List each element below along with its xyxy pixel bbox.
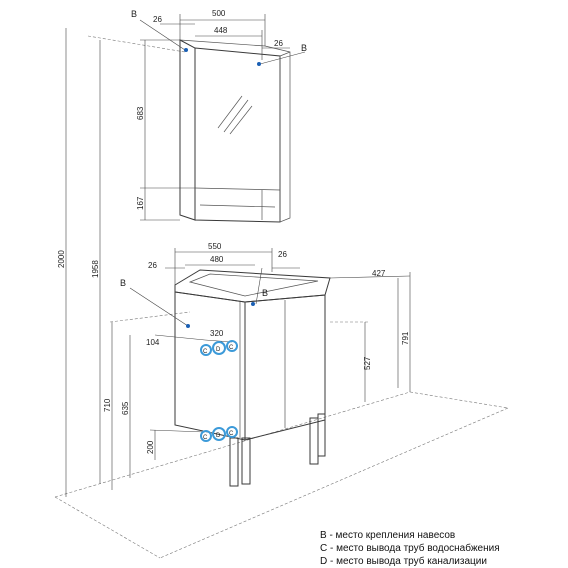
dim-basin-inner: 480 (210, 255, 224, 264)
pipe-letters: C D C C D C (203, 345, 234, 441)
dimension-labels: 500 448 26 26 683 167 2000 1958 550 480 … (57, 9, 410, 454)
pipe-label-d: D (216, 347, 221, 353)
pipe-outlets-lower (200, 426, 238, 442)
marker-b: B (262, 288, 268, 298)
dim-mount-height: 710 (103, 398, 112, 412)
dim-basin-offset-left: 26 (148, 261, 157, 270)
dim-mirror-height: 683 (136, 106, 145, 120)
pipe-label-c: C (203, 435, 208, 441)
mirror-glass-icon (217, 95, 253, 135)
dim-mirror-inner: 448 (214, 26, 228, 35)
dim-cabinet-height: 791 (401, 331, 410, 345)
floor-wall-guides (54, 35, 509, 559)
water-pipe-icon (200, 344, 212, 356)
legend-item-b: B - место крепления навесов (320, 530, 455, 541)
dim-depth: 427 (372, 269, 386, 278)
water-pipe-icon (226, 426, 238, 438)
water-pipe-icon (200, 430, 212, 442)
dimension-lines (65, 14, 411, 497)
mount-point-icon (257, 62, 261, 66)
dim-total-height: 2000 (57, 250, 66, 268)
legend-item-c: C - место вывода труб водоснабжения (320, 542, 500, 554)
mount-points (184, 48, 261, 328)
pipe-label-d: D (216, 433, 221, 439)
dim-water-spacing: 320 (210, 329, 224, 338)
mount-point-letters: B B B B (120, 9, 307, 298)
pipe-outlets-upper (200, 340, 238, 356)
dim-basin-offset-right: 26 (278, 250, 287, 259)
legend: B - место крепления навесов C - место вы… (320, 530, 500, 567)
mount-point-icon (184, 48, 188, 52)
dim-drain-height: 200 (146, 440, 155, 454)
marker-b: B (301, 43, 307, 53)
dim-water-height: 635 (121, 401, 130, 415)
legend-item-d: D - место вывода труб канализации (320, 555, 487, 567)
pipe-label-c: C (229, 431, 234, 437)
dim-basin-width: 550 (208, 242, 222, 251)
marker-b: B (131, 9, 137, 19)
dim-mirror-top: 1958 (91, 260, 100, 278)
mirror-cabinet (179, 39, 291, 223)
dim-mirror-offset-right: 26 (274, 39, 283, 48)
dim-mirror-offset-left: 26 (153, 15, 162, 24)
drain-pipe-icon (212, 427, 226, 441)
marker-b: B (120, 278, 126, 288)
dim-cabinet-body: 527 (363, 356, 372, 370)
dim-water-offset: 104 (146, 338, 160, 347)
water-pipe-icon (226, 340, 238, 352)
vanity-cabinet (174, 269, 331, 487)
pipe-label-c: C (229, 345, 234, 351)
pipe-label-c: C (203, 349, 208, 355)
drain-pipe-icon (212, 341, 226, 355)
mount-point-icon (186, 324, 190, 328)
dim-mirror-width: 500 (212, 9, 226, 18)
mount-point-icon (251, 302, 255, 306)
dim-shelf-height: 167 (136, 196, 145, 210)
